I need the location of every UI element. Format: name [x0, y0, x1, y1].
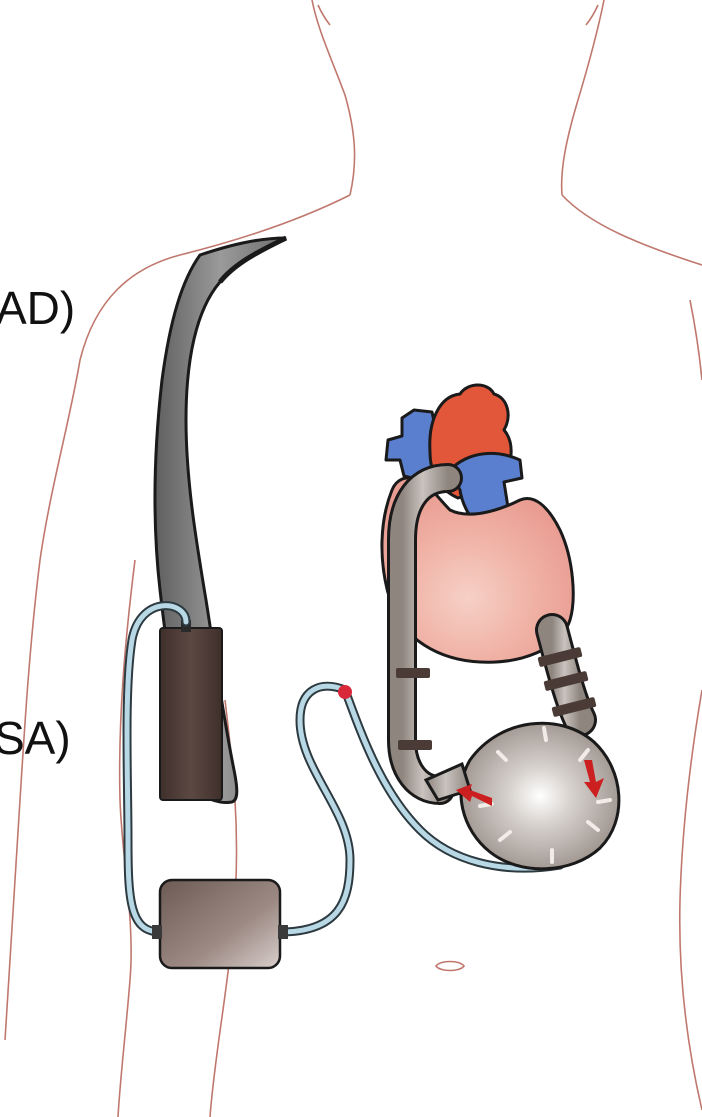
controller-port-right: [278, 925, 288, 939]
arm-left-outer: [5, 360, 80, 1040]
graft-ring: [398, 740, 432, 750]
graft-ring: [396, 668, 430, 678]
device-label-bottom: SA): [0, 715, 71, 761]
navel: [436, 962, 464, 971]
inflow-cannula: [537, 630, 596, 720]
battery-pack: [160, 628, 222, 800]
skin-exit-site: [338, 685, 352, 699]
pump-housing: [426, 723, 619, 869]
controller-icon: [152, 880, 288, 968]
body-outline: [5, 0, 702, 1117]
neck-notch-right: [586, 5, 598, 25]
controller-box: [160, 880, 280, 968]
device-label-top: AD): [0, 285, 75, 331]
shoulder-right: [562, 195, 702, 265]
neck-right: [562, 0, 604, 195]
controller-port-left: [152, 925, 162, 939]
arm-right-edge: [690, 300, 702, 380]
neck-notch-left: [318, 5, 330, 25]
neck-left: [312, 0, 355, 195]
driveline-cable: [280, 686, 350, 932]
battery-pack-icon: [160, 620, 222, 800]
torso-right: [680, 690, 702, 1110]
